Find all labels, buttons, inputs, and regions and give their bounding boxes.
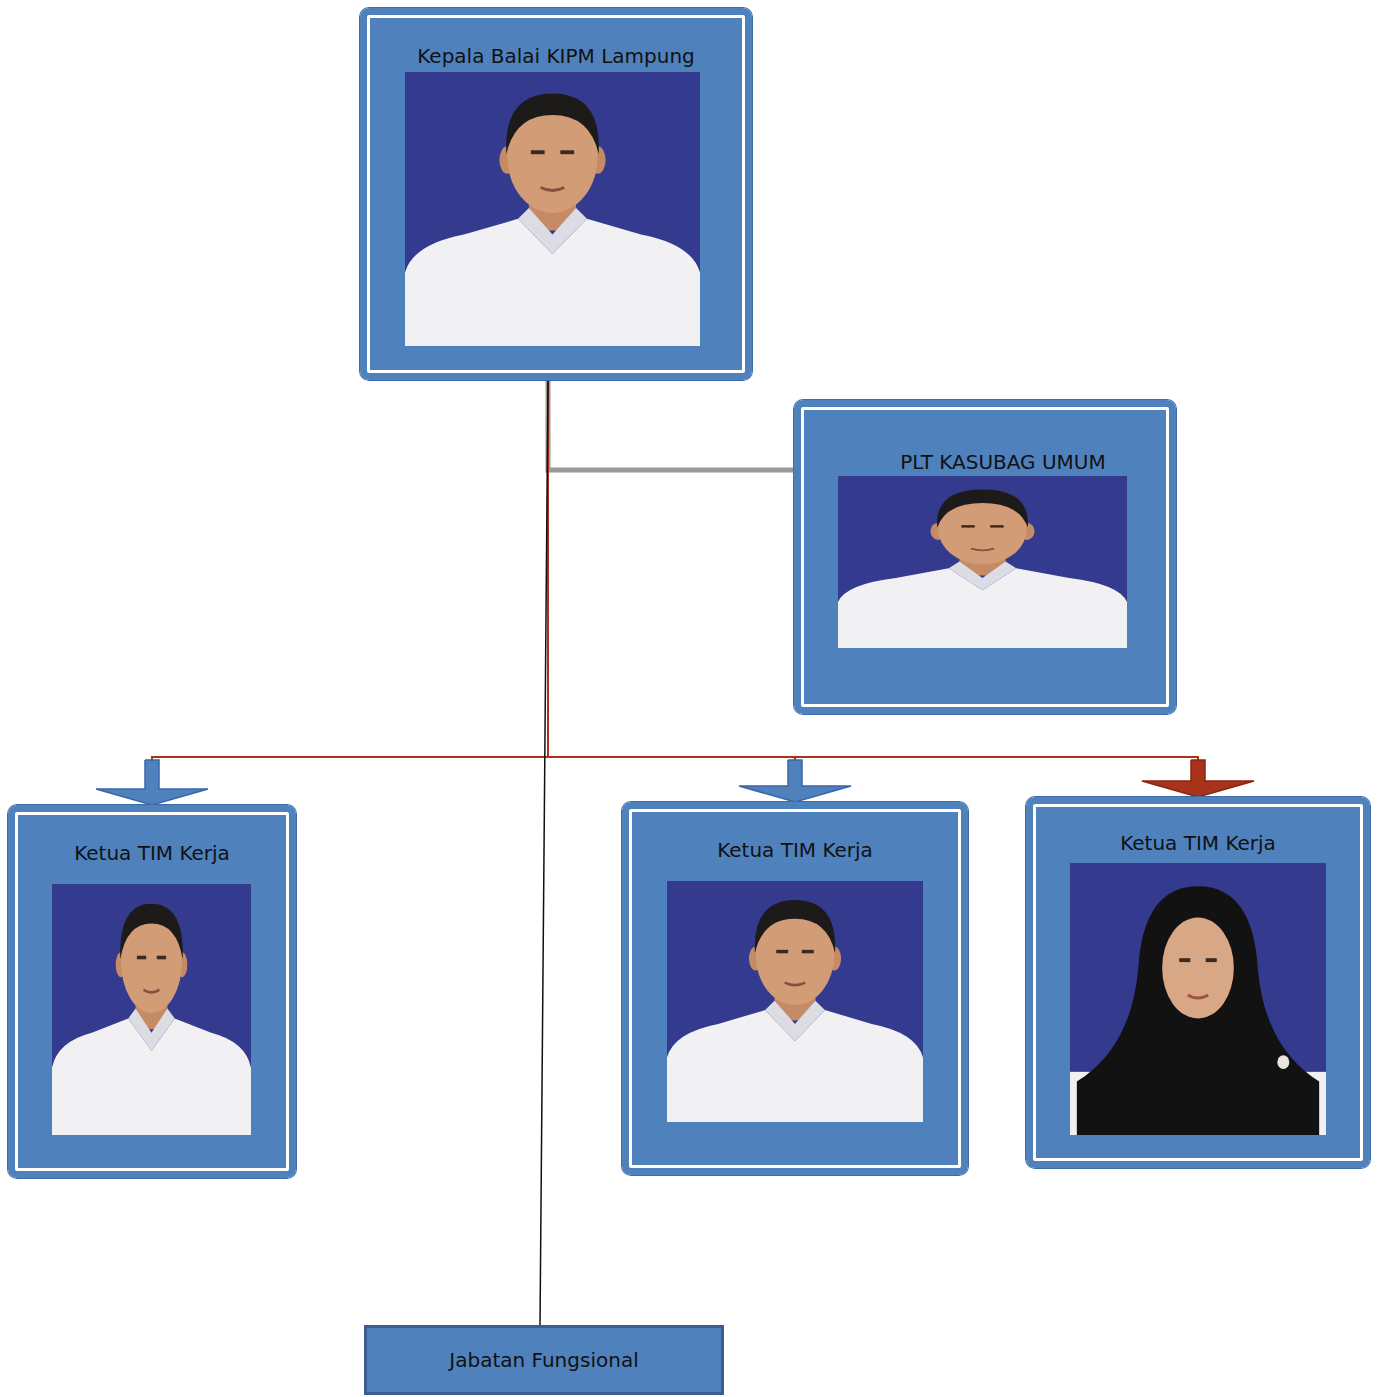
head-box: Kepala Balai KIPM Lampung [360, 8, 752, 380]
box-title: Ketua TIM Kerja [74, 841, 230, 865]
connector-line [540, 380, 548, 1325]
connector [548, 380, 794, 470]
arrow-head [96, 760, 208, 805]
connector [96, 380, 548, 805]
team-box: Ketua TIM Kerja [622, 802, 968, 1175]
portrait-photo [838, 476, 1127, 648]
portrait-photo [405, 72, 700, 346]
portrait-photo [667, 881, 923, 1122]
team-box: Ketua TIM Kerja [8, 805, 296, 1178]
connector [548, 380, 1254, 797]
portrait-photo [52, 884, 251, 1135]
box-title: Ketua TIM Kerja [717, 838, 873, 862]
box-title: Jabatan Fungsional [449, 1348, 638, 1372]
connector-line [548, 380, 1198, 797]
arrow-head [1142, 760, 1254, 797]
team-box: Ketua TIM Kerja [1026, 797, 1370, 1168]
staff-box: PLT KASUBAG UMUM [794, 400, 1176, 714]
connector [540, 380, 548, 1325]
connector-line [548, 380, 794, 470]
box-title: PLT KASUBAG UMUM [900, 450, 1106, 474]
box-title: Ketua TIM Kerja [1120, 831, 1276, 855]
functional-box: Jabatan Fungsional [364, 1325, 724, 1395]
box-title: Kepala Balai KIPM Lampung [417, 44, 695, 68]
portrait-photo [1070, 863, 1326, 1135]
connector-line [548, 380, 795, 802]
connector-line [152, 380, 548, 805]
arrow-head [739, 760, 851, 802]
